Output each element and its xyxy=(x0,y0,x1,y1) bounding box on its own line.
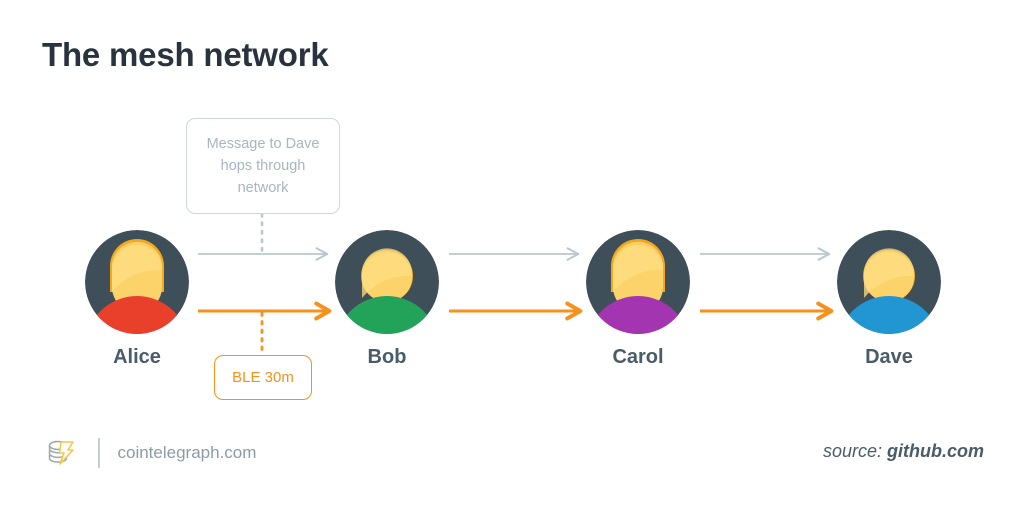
avatar-icon xyxy=(335,230,439,334)
node-label: Carol xyxy=(612,346,664,368)
node-label: Alice xyxy=(113,346,161,368)
callout-box: Message to Dave hops through network xyxy=(186,118,340,214)
footer-site-label: cointelegraph.com xyxy=(117,443,257,462)
node-carol[interactable]: Carol xyxy=(586,230,690,369)
node-label: Bob xyxy=(367,346,407,368)
source-label: source: xyxy=(822,441,882,461)
cointelegraph-logo-icon xyxy=(48,440,74,465)
ble-range-badge: BLE 30m xyxy=(214,355,312,400)
footer-brand: cointelegraph.com xyxy=(44,432,256,474)
node-bob[interactable]: Bob xyxy=(335,230,439,369)
avatar-icon xyxy=(586,230,690,334)
avatar-icon xyxy=(837,230,941,334)
node-label: Dave xyxy=(865,346,913,368)
avatar-icon xyxy=(85,230,189,334)
source-value: github.com xyxy=(887,441,984,461)
callout-text: Message to Dave hops through network xyxy=(206,136,320,196)
footer-divider xyxy=(98,438,100,468)
ble-range-label: BLE 30m xyxy=(232,369,294,386)
page-title: The mesh network xyxy=(42,36,329,73)
source-attribution: source: github.com xyxy=(823,441,984,462)
node-alice[interactable]: Alice xyxy=(85,230,189,369)
node-dave[interactable]: Dave xyxy=(837,230,941,369)
